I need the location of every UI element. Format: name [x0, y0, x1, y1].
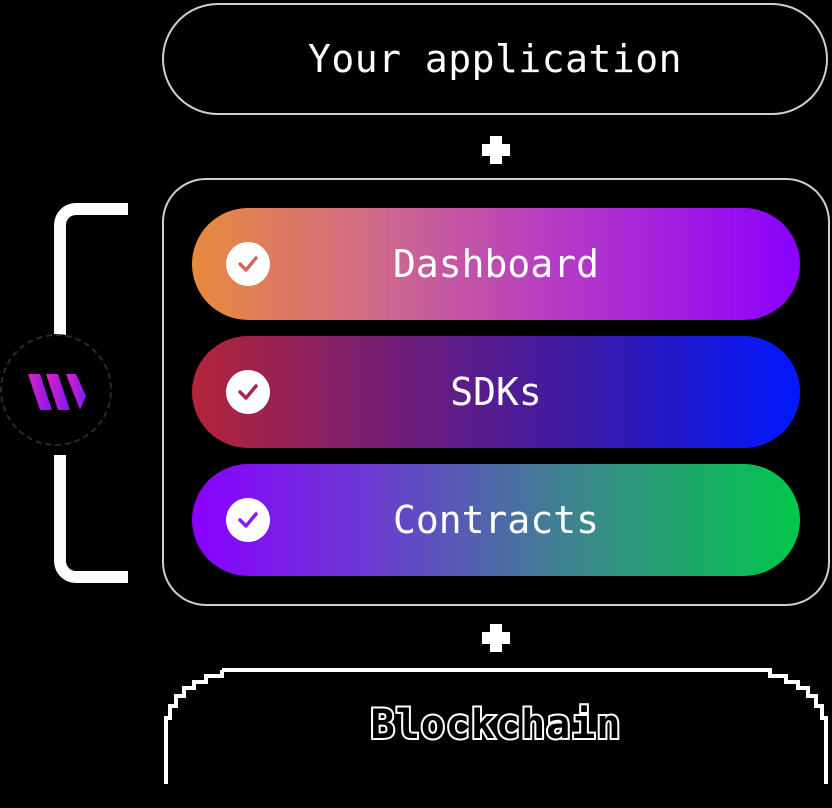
check-circle-icon [226, 242, 270, 286]
dashboard-layer: Dashboard [192, 208, 800, 320]
sdks-layer: SDKs [192, 336, 800, 448]
dashboard-label: Dashboard [393, 242, 599, 286]
your-application-label: Your application [307, 37, 683, 81]
contracts-label: Contracts [393, 498, 599, 542]
bracket-top [54, 203, 128, 343]
blockchain-box [164, 668, 828, 784]
check-circle-icon [226, 370, 270, 414]
check-circle-icon [226, 498, 270, 542]
plus-icon [480, 622, 512, 654]
blockchain-label: Blockchain [369, 700, 623, 750]
contracts-layer: Contracts [192, 464, 800, 576]
plus-icon [480, 134, 512, 166]
sdks-label: SDKs [450, 370, 542, 414]
your-application-box: Your application [162, 3, 828, 115]
brand-logo-icon [0, 334, 112, 446]
bracket-bottom [54, 455, 128, 583]
